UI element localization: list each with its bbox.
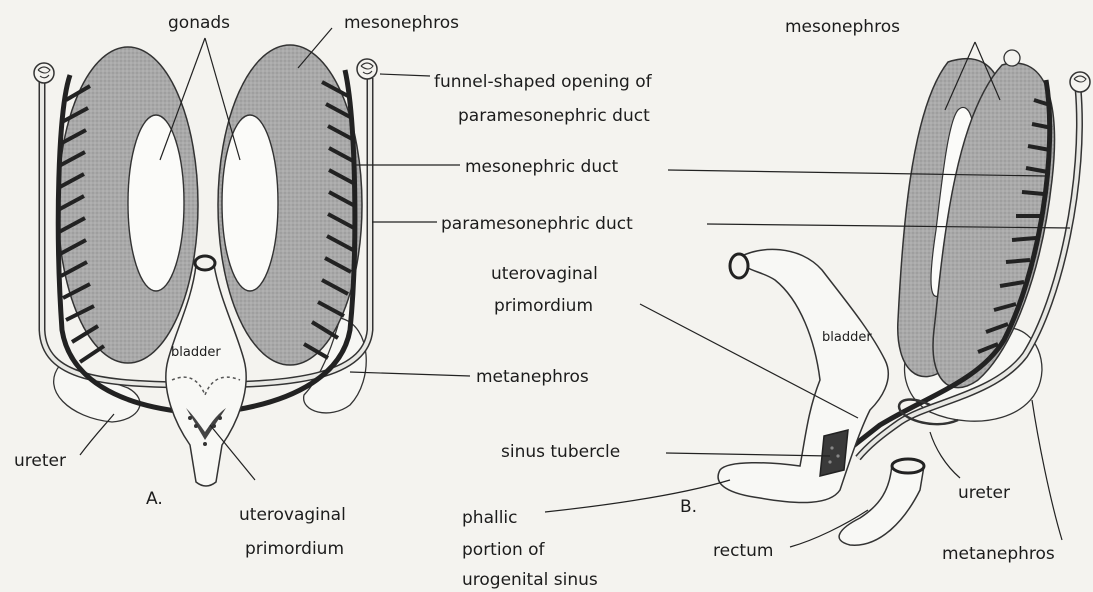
label-uterovaginal-a-line2: primordium [245,539,344,559]
gonad-a-right [222,115,278,291]
panel-b-letter: B. [680,497,697,517]
label-phallic-line2: portion of [462,540,546,560]
label-paramesonephric-duct: paramesonephric duct [441,214,633,234]
label-uterovaginal-b-line1: uterovaginal [491,264,598,284]
label-mesonephric-duct: mesonephric duct [465,157,618,177]
label-sinus-tubercle: sinus tubercle [501,442,620,462]
metanephros-left [54,365,140,422]
gonad-a-left [128,115,184,291]
label-uterovaginal-a-line1: uterovaginal [239,505,346,525]
rectum [839,464,924,545]
label-gonads: gonads [168,13,230,33]
rectum-opening [892,459,924,473]
panel-a-drawing [34,28,470,486]
bladder-b [718,249,888,502]
label-phallic-line1: phallic [462,508,518,528]
label-metanephros-b: metanephros [942,544,1055,564]
label-ureter-b: ureter [958,483,1010,503]
label-rectum: rectum [713,541,773,561]
label-bladder-a: bladder [171,345,221,360]
label-mesonephros-a: mesonephros [344,13,459,33]
panel-a-letter: A. [146,489,163,509]
urachus-opening-a [195,256,215,270]
label-funnel-line2: paramesonephric duct [458,106,650,126]
label-ureter-a: ureter [14,451,66,471]
label-mesonephros-b: mesonephros [785,17,900,37]
urachus-opening-b [730,254,748,278]
label-phallic-line3: urogenital sinus [462,570,598,590]
funnel-opening-b-back [1004,50,1020,66]
label-funnel-line1: funnel-shaped opening of [434,72,653,92]
label-uterovaginal-b-line2: primordium [494,296,593,316]
label-metanephros-a: metanephros [476,367,589,387]
label-bladder-b: bladder [822,330,872,345]
sinus-tubercle [820,430,848,476]
